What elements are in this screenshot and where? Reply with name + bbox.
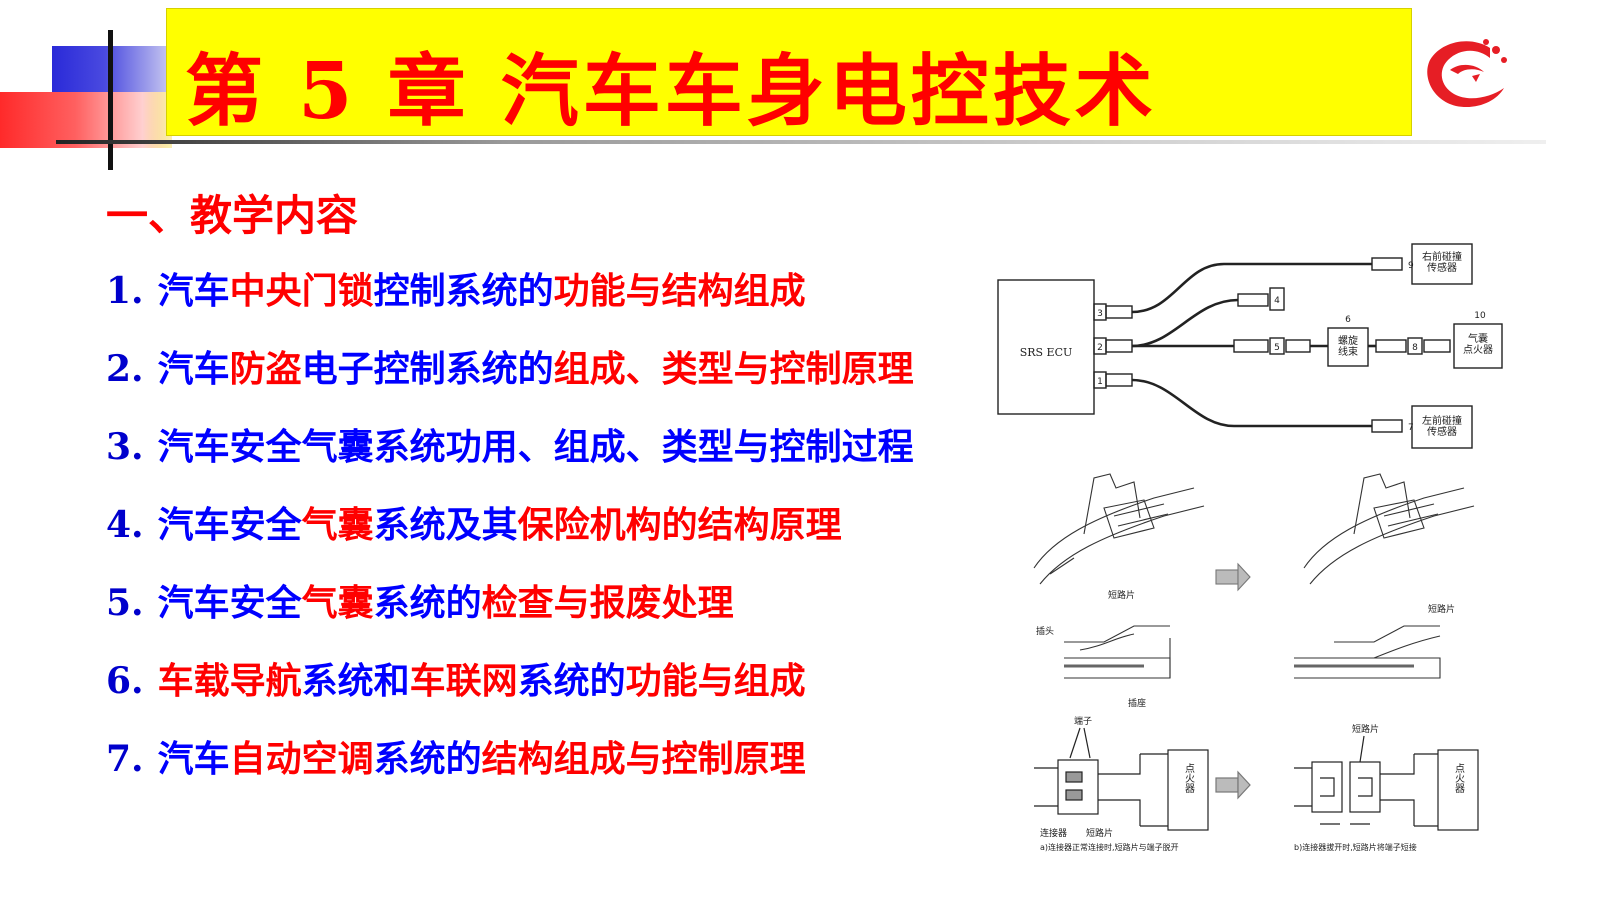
connector-9 bbox=[1371, 257, 1403, 271]
spiral-number-label: 6 bbox=[1345, 315, 1351, 325]
shorting-label-a: 短路片 bbox=[1108, 589, 1135, 601]
list-item-number: 2. bbox=[106, 348, 144, 390]
igniter-number-label: 10 bbox=[1474, 311, 1486, 321]
decor-vertical-line bbox=[108, 30, 113, 170]
igniter-label-a: 点火器 bbox=[1183, 763, 1195, 794]
list-item-text-segment: 功能与组成 bbox=[625, 661, 806, 702]
list-item-text-segment: 车载导航 bbox=[157, 661, 302, 702]
list-item-text-segment: 汽车安全 bbox=[157, 583, 302, 624]
left-front-sensor-box bbox=[1411, 405, 1473, 449]
list-item-text-segment: 汽车 bbox=[157, 739, 230, 780]
list-item-text-segment: 汽车安全气囊系统功用、组成、类型与控制过程 bbox=[157, 427, 914, 468]
list-item: 3. 汽车安全气囊系统功用、组成、类型与控制过程 bbox=[106, 422, 914, 500]
list-item-text-segment: 防盗 bbox=[229, 349, 302, 390]
port-1-label: 1 bbox=[1097, 377, 1103, 387]
section-heading: 一、教学内容 bbox=[106, 191, 359, 240]
page-title: 第 5 章 汽车车身电控技术 bbox=[185, 46, 1157, 137]
port-3-label: 3 bbox=[1097, 309, 1103, 319]
list-item-number: 3. bbox=[106, 426, 144, 468]
connector-9-label: 9 bbox=[1408, 261, 1414, 271]
terminal-label: 端子 bbox=[1074, 715, 1092, 727]
list-item: 2. 汽车防盗电子控制系统的组成、类型与控制原理 bbox=[106, 344, 914, 422]
connector-8-box bbox=[1407, 337, 1423, 355]
list-item-text-segment: 气囊 bbox=[301, 505, 374, 546]
srs-wiring-diagram: SRS ECU 3 2 1 9 右前碰撞传感器 4 5 6 螺旋线束 8 10 bbox=[997, 243, 1503, 449]
right-front-sensor-label: 右前碰撞传感器 bbox=[1422, 250, 1462, 274]
shorting-label-d: 短路片 bbox=[1352, 723, 1379, 735]
connector-5-box bbox=[1269, 337, 1285, 355]
list-item-number: 4. bbox=[106, 504, 144, 546]
list-item: 7. 汽车自动空调系统的结构组成与控制原理 bbox=[106, 734, 914, 812]
list-item-text-segment: 检查与报废处理 bbox=[481, 583, 734, 624]
connector-7 bbox=[1371, 419, 1403, 433]
connector-8-label: 8 bbox=[1412, 343, 1418, 353]
list-item-text-segment: 系统的 bbox=[517, 661, 626, 702]
list-item-text-segment: 控制系统的 bbox=[373, 271, 554, 312]
list-item-text-segment: 汽车 bbox=[157, 349, 230, 390]
list-item-text-segment: 组成、类型与控制原理 bbox=[553, 349, 914, 390]
terminal-schematic: 端子 点火器 连接器 短路片 a)连接器正常连接时,短路片与端子脱开 短路片 点 bbox=[1034, 715, 1479, 852]
connector-8-right bbox=[1423, 339, 1451, 353]
list-item-text-segment: 系统和 bbox=[301, 661, 410, 702]
list-item-text-segment: 结构组成与控制原理 bbox=[481, 739, 806, 780]
spiral-harness-label: 螺旋线束 bbox=[1338, 334, 1358, 358]
list-item: 6. 车载导航系统和车联网系统的功能与组成 bbox=[106, 656, 914, 734]
connector-illustration: 短路片 短路片 插头 插座 bbox=[1033, 473, 1475, 709]
connector-5-right bbox=[1285, 339, 1311, 353]
header-divider-line bbox=[56, 140, 1546, 144]
connector-4-box bbox=[1269, 287, 1285, 311]
airbag-system-diagram: SRS ECU 3 2 1 9 右前碰撞传感器 4 5 6 螺旋线束 8 10 bbox=[997, 243, 1503, 852]
connector-5-label: 5 bbox=[1274, 343, 1280, 353]
connector-7-label: 7 bbox=[1408, 423, 1414, 433]
shorting-label-b: 短路片 bbox=[1428, 603, 1455, 615]
plug-1 bbox=[1105, 373, 1133, 387]
list-item-text-segment: 系统的 bbox=[373, 583, 482, 624]
srs-ecu-label: SRS ECU bbox=[1020, 346, 1073, 359]
left-front-sensor-label: 左前碰撞传感器 bbox=[1422, 414, 1462, 438]
plug-label: 插头 bbox=[1036, 625, 1054, 637]
caption-b: b)连接器拔开时,短路片将端子短接 bbox=[1294, 842, 1417, 852]
airbag-igniter-label: 气囊点火器 bbox=[1463, 332, 1493, 356]
plug-3 bbox=[1105, 305, 1133, 319]
list-item-text-segment: 保险机构的结构原理 bbox=[517, 505, 842, 546]
list-item-text-segment: 自动空调 bbox=[229, 739, 374, 780]
list-item-number: 6. bbox=[106, 660, 144, 702]
list-item: 5. 汽车安全气囊系统的检查与报废处理 bbox=[106, 578, 914, 656]
connector-5-left bbox=[1233, 339, 1269, 353]
list-item-number: 1. bbox=[106, 270, 144, 312]
title-banner: 第 5 章 汽车车身电控技术 bbox=[166, 8, 1412, 137]
red-swirl-logo-icon bbox=[1427, 39, 1507, 108]
list-item: 4. 汽车安全气囊系统及其保险机构的结构原理 bbox=[106, 500, 914, 578]
list-item-text-segment: 功能与结构组成 bbox=[553, 271, 806, 312]
list-item-number: 5. bbox=[106, 582, 144, 624]
connector-4-label: 4 bbox=[1274, 296, 1280, 306]
decor-red-block bbox=[0, 92, 168, 148]
connector-4-plug bbox=[1237, 293, 1269, 307]
shorting-label-c: 短路片 bbox=[1086, 827, 1113, 839]
list-item-text-segment: 电子控制系统的 bbox=[301, 349, 554, 390]
socket-label: 插座 bbox=[1128, 697, 1146, 709]
list-item-number: 7. bbox=[106, 738, 144, 780]
list-item-text-segment: 气囊 bbox=[301, 583, 374, 624]
right-arrow-icon bbox=[1215, 770, 1251, 800]
port-2-label: 2 bbox=[1097, 343, 1103, 353]
right-arrow-icon bbox=[1215, 562, 1251, 592]
igniter-label-b: 点火器 bbox=[1453, 763, 1465, 794]
caption-a: a)连接器正常连接时,短路片与端子脱开 bbox=[1040, 842, 1179, 852]
list-item-text-segment: 系统的 bbox=[373, 739, 482, 780]
connector-8-left bbox=[1375, 339, 1407, 353]
list-item-text-segment: 汽车安全 bbox=[157, 505, 302, 546]
list-item: 1. 汽车中央门锁控制系统的功能与结构组成 bbox=[106, 266, 914, 344]
plug-2 bbox=[1105, 339, 1133, 353]
connector-label: 连接器 bbox=[1040, 827, 1067, 839]
list-item-text-segment: 汽车 bbox=[157, 271, 230, 312]
list-item-text-segment: 车联网 bbox=[409, 661, 518, 702]
airbag-igniter-box bbox=[1453, 323, 1503, 369]
list-item-text-segment: 中央门锁 bbox=[229, 271, 374, 312]
right-front-sensor-box bbox=[1411, 243, 1473, 285]
list-item-text-segment: 系统及其 bbox=[373, 505, 518, 546]
